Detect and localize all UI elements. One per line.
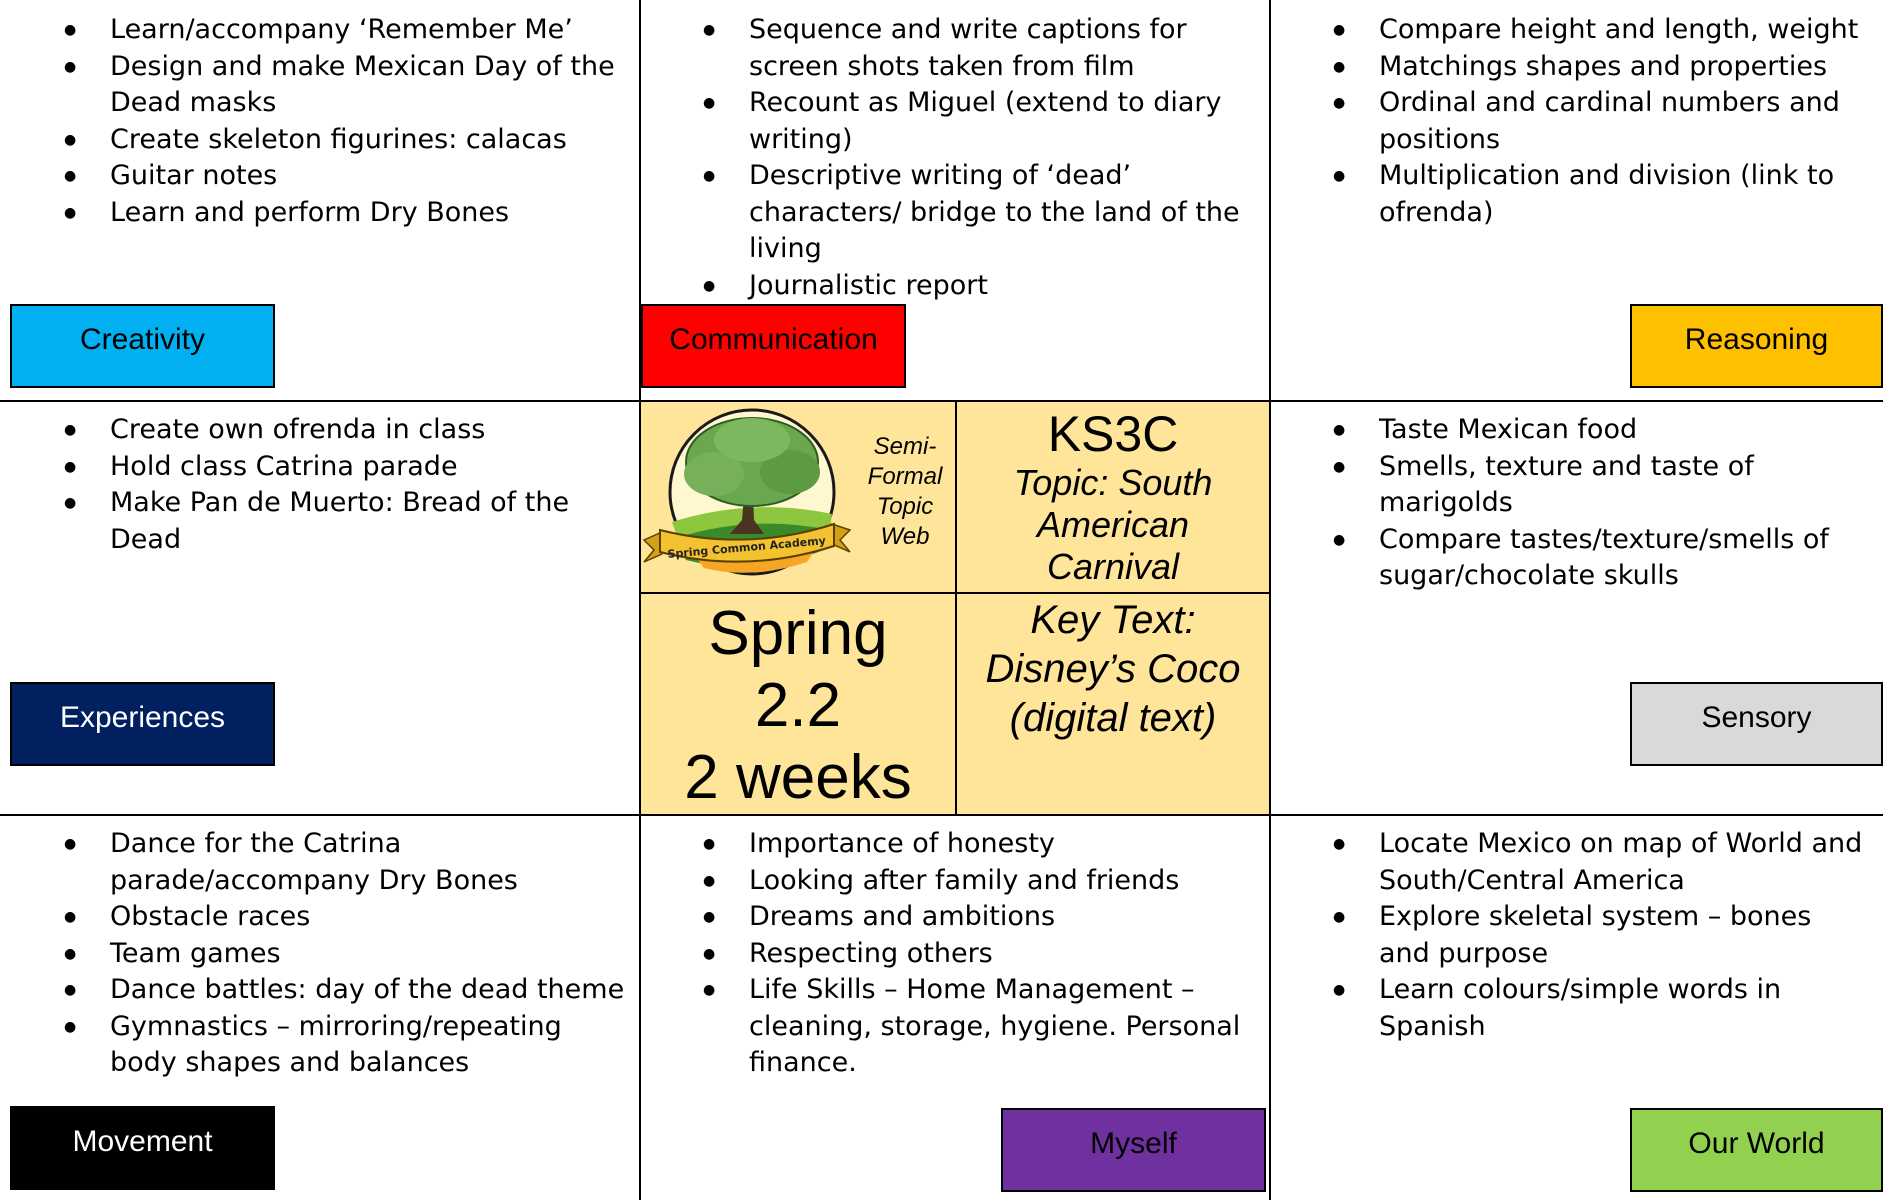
list-item: Team games [0, 936, 625, 973]
reasoning-cell: Compare height and length, weightMatchin… [1269, 0, 1883, 402]
list-item: Gymnastics – mirroring/repeating body sh… [0, 1009, 625, 1082]
our-world-list: Locate Mexico on map of World and South/… [1269, 826, 1869, 1045]
list-item: Journalistic report [639, 268, 1255, 305]
topic-line-2: American [1036, 504, 1190, 545]
movement-label: Movement [10, 1106, 275, 1190]
list-item: Obstacle races [0, 899, 625, 936]
myself-cell: Importance of honestyLooking after famil… [639, 814, 1271, 1200]
term-line-2: 2.2 [754, 671, 842, 740]
list-item: Importance of honesty [639, 826, 1255, 863]
our-world-label: Our World [1630, 1108, 1883, 1192]
term-line-1: Spring [708, 599, 888, 668]
movement-list: Dance for the Catrina parade/accompany D… [0, 826, 625, 1082]
term-line-3: 2 weeks [684, 743, 912, 812]
list-item: Explore skeletal system – bones and purp… [1269, 899, 1869, 972]
subtitle-line-3: Topic [876, 493, 934, 520]
list-item: Learn colours/simple words in Spanish [1269, 972, 1869, 1045]
key-text-line-3: (digital text) [1009, 696, 1217, 740]
logo-area: Spring Common Academy [642, 402, 962, 592]
experiences-list: Create own ofrenda in classHold class Ca… [0, 412, 625, 558]
subtitle-line-4: Web [880, 523, 930, 550]
list-item: Locate Mexico on map of World and South/… [1269, 826, 1869, 899]
myself-list: Importance of honestyLooking after famil… [639, 826, 1255, 1082]
list-item: Sequence and write captions for screen s… [639, 12, 1255, 85]
communication-label: Communication [641, 304, 906, 388]
list-item: Create skeleton figurines: calacas [0, 122, 625, 159]
list-item: Ordinal and cardinal numbers and positio… [1269, 85, 1869, 158]
list-item: Make Pan de Muerto: Bread of the Dead [0, 485, 625, 558]
key-text-line-1: Key Text: [1030, 598, 1196, 642]
key-text-line-2: Disney’s Coco [985, 647, 1241, 691]
creativity-label: Creativity [10, 304, 275, 388]
list-item: Matchings shapes and properties [1269, 49, 1869, 86]
our-world-cell: Locate Mexico on map of World and South/… [1269, 814, 1883, 1200]
reasoning-list: Compare height and length, weightMatchin… [1269, 12, 1869, 231]
list-item: Guitar notes [0, 158, 625, 195]
creativity-list: Learn/accompany ‘Remember Me’Design and … [0, 12, 625, 231]
school-logo: Spring Common Academy [642, 408, 852, 576]
communication-list: Sequence and write captions for screen s… [639, 12, 1255, 304]
list-item: Learn/accompany ‘Remember Me’ [0, 12, 625, 49]
list-item: Dance for the Catrina parade/accompany D… [0, 826, 625, 899]
list-item: Design and make Mexican Day of the Dead … [0, 49, 625, 122]
sensory-label: Sensory [1630, 682, 1883, 766]
center-topic-panel: KS3C Topic: South American Carnival [955, 400, 1271, 594]
semi-formal-topic-web: Semi- Formal Topic Web [850, 432, 960, 552]
list-item: Compare height and length, weight [1269, 12, 1869, 49]
subtitle-line-2: Formal [867, 463, 943, 490]
list-item: Looking after family and friends [639, 863, 1255, 900]
center-term-panel: Spring 2.2 2 weeks [639, 592, 957, 816]
center-key-text-panel: Key Text: Disney’s Coco (digital text) [955, 592, 1271, 816]
list-item: Multiplication and division (link to ofr… [1269, 158, 1869, 231]
reasoning-label: Reasoning [1630, 304, 1883, 388]
list-item: Create own ofrenda in class [0, 412, 625, 449]
movement-cell: Dance for the Catrina parade/accompany D… [0, 814, 641, 1200]
sensory-cell: Taste Mexican foodSmells, texture and ta… [1269, 400, 1883, 816]
list-item: Taste Mexican food [1269, 412, 1869, 449]
list-item: Smells, texture and taste of marigolds [1269, 449, 1869, 522]
list-item: Respecting others [639, 936, 1255, 973]
topic-line-1: Topic: South [1013, 462, 1213, 503]
class-code: KS3C [1047, 406, 1179, 462]
experiences-label: Experiences [10, 682, 275, 766]
list-item: Learn and perform Dry Bones [0, 195, 625, 232]
list-item: Life Skills – Home Management – cleaning… [639, 972, 1255, 1082]
creativity-cell: Learn/accompany ‘Remember Me’Design and … [0, 0, 641, 402]
topic-line-3: Carnival [1046, 546, 1180, 587]
sensory-list: Taste Mexican foodSmells, texture and ta… [1269, 412, 1869, 595]
list-item: Recount as Miguel (extend to diary writi… [639, 85, 1255, 158]
list-item: Dance battles: day of the dead theme [0, 972, 625, 1009]
list-item: Compare tastes/texture/smells of sugar/c… [1269, 522, 1869, 595]
list-item: Descriptive writing of ‘dead’ characters… [639, 158, 1255, 268]
list-item: Hold class Catrina parade [0, 449, 625, 486]
list-item: Dreams and ambitions [639, 899, 1255, 936]
communication-cell: Sequence and write captions for screen s… [639, 0, 1271, 402]
myself-label: Myself [1001, 1108, 1266, 1192]
subtitle-line-1: Semi- [873, 433, 937, 460]
